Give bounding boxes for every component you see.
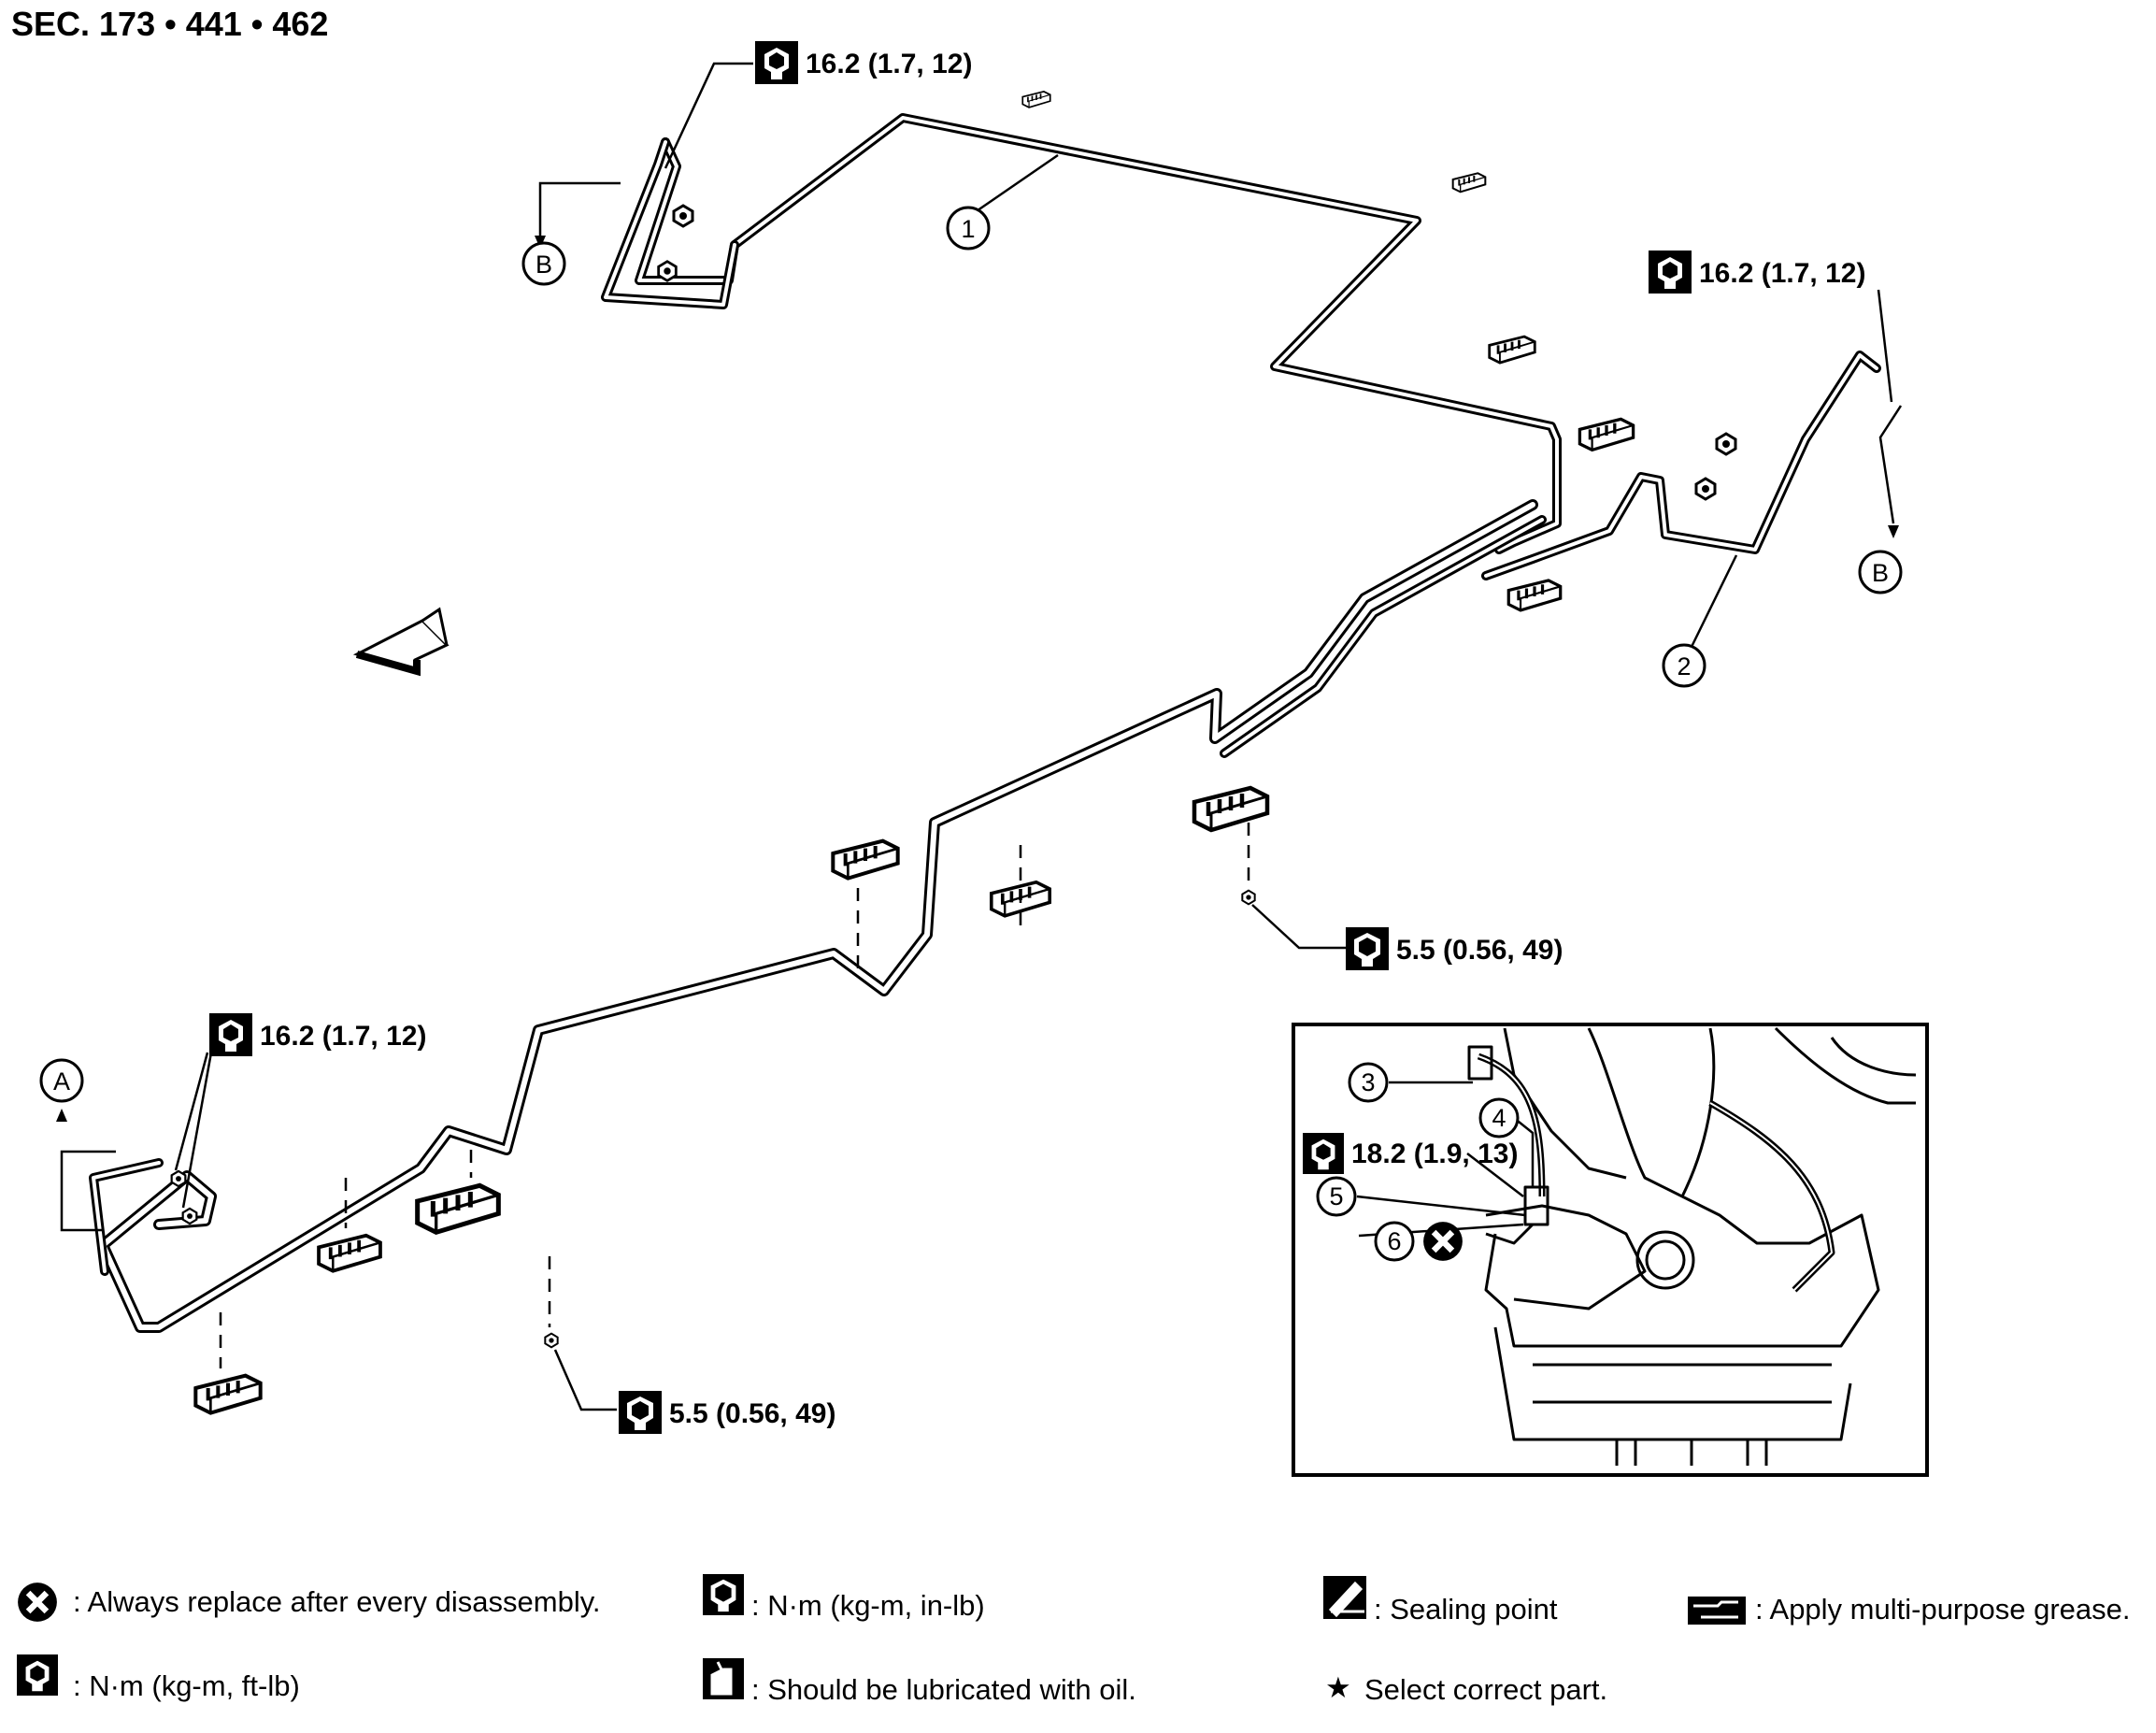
filled-wrench-icon <box>619 1391 662 1434</box>
clip-lower-2 <box>319 1236 380 1271</box>
fitting-left-1 <box>170 1169 187 1188</box>
clip-upper-4 <box>1579 419 1633 450</box>
torque-tube-bottom-left: 16.2 (1.7, 12) <box>209 1013 426 1056</box>
callout-1: 1 <box>946 206 991 251</box>
svg-text:B: B <box>1872 559 1889 587</box>
torque-clip-bolt-middle: 5.5 (0.56, 49) <box>1346 927 1563 970</box>
section-code: SEC. 173 • 441 • 462 <box>11 5 328 43</box>
clip-lower-1 <box>418 1185 499 1232</box>
open-wrench-icon <box>209 1013 252 1056</box>
fitting-top-left-2 <box>657 260 678 282</box>
install-guides <box>219 823 1250 1368</box>
open-wrench-icon <box>755 41 798 84</box>
svg-text:16.2 (1.7, 12): 16.2 (1.7, 12) <box>260 1021 426 1052</box>
connector-b-top: B <box>521 241 566 286</box>
svg-text:: N·m (kg-m, in-lb): : N·m (kg-m, in-lb) <box>751 1589 985 1622</box>
fitting-right-2 <box>1694 477 1717 501</box>
svg-text:: Apply multi-purpose grease.: : Apply multi-purpose grease. <box>1755 1593 2131 1626</box>
crossed-circle-icon <box>1423 1222 1463 1261</box>
filled-wrench-icon <box>1346 927 1389 970</box>
bolt-lower <box>544 1332 559 1349</box>
leader-lines <box>60 62 1903 1411</box>
front-direction-arrow <box>352 607 450 677</box>
legend-select-correct-part: ★ Select correct part. <box>1325 1671 1607 1706</box>
svg-text:16.2 (1.7, 12): 16.2 (1.7, 12) <box>1699 258 1865 289</box>
svg-text:: Should be lubricated with oi: : Should be lubricated with oil. <box>751 1673 1136 1706</box>
clip-upper-3 <box>1487 335 1537 365</box>
torque-caliper-connector: 18.2 (1.9, 13) <box>1303 1133 1518 1174</box>
svg-text:B: B <box>535 251 552 279</box>
clip-lower-3 <box>195 1376 260 1413</box>
crossed-circle-icon <box>18 1583 57 1622</box>
svg-text:5.5 (0.56, 49): 5.5 (0.56, 49) <box>669 1398 835 1429</box>
svg-text:1: 1 <box>961 215 975 243</box>
torque-tube-top-left: 16.2 (1.7, 12) <box>755 41 972 84</box>
brake-tube-1 <box>601 113 1562 554</box>
caliper-detail-inset: 3 4 5 6 18.2 (1.9, 13) <box>1292 1023 1929 1477</box>
arrow-to-b-right <box>1888 525 1899 538</box>
svg-text:6: 6 <box>1387 1227 1401 1255</box>
legend-nm-inlb: : N·m (kg-m, in-lb) <box>703 1574 985 1622</box>
open-wrench-icon <box>1649 251 1692 294</box>
clip-top-2 <box>1451 171 1487 193</box>
svg-text:: Sealing point: : Sealing point <box>1374 1593 1558 1626</box>
svg-text:18.2 (1.9, 13): 18.2 (1.9, 13) <box>1351 1139 1518 1169</box>
legend-always-replace: : Always replace after every disassembly… <box>18 1583 601 1622</box>
legend-multipurpose-grease: : Apply multi-purpose grease. <box>1688 1593 2131 1626</box>
callout-6: 6 <box>1374 1221 1415 1262</box>
svg-text:16.2 (1.7, 12): 16.2 (1.7, 12) <box>806 49 972 79</box>
svg-text:3: 3 <box>1361 1068 1375 1096</box>
connector-b-right: B <box>1858 550 1903 594</box>
svg-text:2: 2 <box>1677 652 1691 680</box>
fitting-top-left-1 <box>672 204 694 228</box>
fitting-right-1 <box>1715 432 1737 456</box>
arrowheads <box>56 236 1899 1122</box>
connector-a: A <box>39 1058 84 1103</box>
open-wrench-icon <box>17 1654 58 1696</box>
torque-tube-top-right: 16.2 (1.7, 12) <box>1649 251 1865 294</box>
torque-clip-bolt-bottom: 5.5 (0.56, 49) <box>619 1391 835 1434</box>
clip-top-1 <box>1021 90 1052 109</box>
svg-text:5.5 (0.56, 49): 5.5 (0.56, 49) <box>1396 935 1563 966</box>
svg-text:: N·m (kg-m, ft-lb): : N·m (kg-m, ft-lb) <box>73 1669 300 1702</box>
legend-lubricate-oil: : Should be lubricated with oil. <box>703 1658 1136 1706</box>
callout-4: 4 <box>1478 1097 1520 1139</box>
clip-middle-1 <box>1194 788 1267 830</box>
svg-text:5: 5 <box>1329 1182 1343 1210</box>
grease-gun-icon <box>1688 1597 1746 1625</box>
svg-text:4: 4 <box>1492 1104 1506 1132</box>
arrow-to-a <box>56 1109 67 1122</box>
callout-5: 5 <box>1316 1176 1357 1217</box>
svg-text:A: A <box>53 1067 70 1096</box>
legend-sealing-point: : Sealing point <box>1323 1576 1558 1626</box>
open-wrench-icon <box>1303 1133 1344 1174</box>
sealant-tube-icon <box>1323 1576 1366 1619</box>
clip-upper-5 <box>1508 580 1560 610</box>
clip-middle-2 <box>833 841 897 879</box>
callout-2: 2 <box>1662 643 1706 688</box>
brake-tube-2 <box>1481 351 1881 580</box>
legend: : Always replace after every disassembly… <box>17 1574 2131 1706</box>
star-icon: ★ <box>1325 1671 1351 1704</box>
bolt-middle <box>1241 889 1256 906</box>
callout-3: 3 <box>1348 1062 1389 1103</box>
main-brake-tube <box>89 499 1547 1333</box>
legend-nm-ftlb: : N·m (kg-m, ft-lb) <box>17 1654 300 1702</box>
svg-text:: Always replace after every d: : Always replace after every disassembly… <box>73 1585 601 1618</box>
fitting-left-2 <box>181 1207 198 1225</box>
svg-text:Select correct part.: Select correct part. <box>1364 1673 1607 1706</box>
filled-wrench-icon <box>703 1574 744 1615</box>
oil-can-icon <box>703 1658 744 1699</box>
